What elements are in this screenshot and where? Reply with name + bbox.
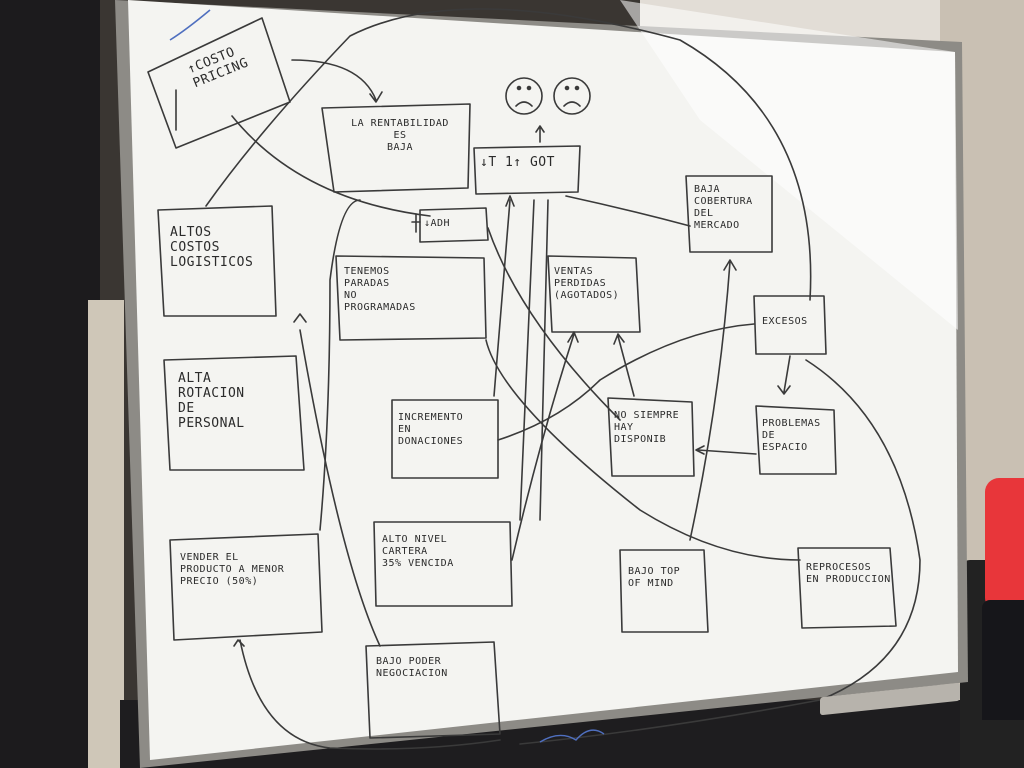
dark-wall xyxy=(0,0,100,768)
box-outline-paradas xyxy=(335,255,487,341)
arrow-cobertura-to-indicadores xyxy=(565,195,691,227)
sad-face-1-eye-right xyxy=(526,85,532,91)
note-problemas: Problemas de espacio xyxy=(762,418,821,453)
arrow-top-of-mind-to-cobertura xyxy=(689,259,737,541)
person-red-shirt xyxy=(985,478,1024,608)
arrow-to-faces xyxy=(535,125,545,143)
box-outline-alta-rotacion xyxy=(163,355,305,471)
note-vender: Vender el producto a menor precio (50%) xyxy=(180,552,285,587)
box-outline-no-siempre xyxy=(607,397,695,477)
box-outline-indicadores xyxy=(473,145,581,195)
note-rentabilidad: La rentabilidad es baja xyxy=(351,118,449,153)
box-outline-vender xyxy=(169,533,323,641)
note-indicadores: ↓T 1↑ GOT xyxy=(480,156,555,170)
arrow-costo-to-rentabilidad xyxy=(291,59,383,103)
diagram-ink xyxy=(147,8,921,750)
arrow-paradas-to-reprocesos xyxy=(485,339,801,561)
box-outline-excesos xyxy=(753,295,827,355)
blue-scribble-top xyxy=(169,9,211,41)
sad-face-1-mouth xyxy=(515,101,533,107)
arrow-cartera-to-ventas xyxy=(511,331,579,561)
note-incremento: Incremento en donaciones xyxy=(398,412,464,447)
sad-face-1-outline xyxy=(505,77,543,115)
box-outline-problemas xyxy=(755,405,837,475)
blue-scribble-bottom xyxy=(539,729,605,743)
note-bajo-poder: Bajo poder negociacion xyxy=(376,656,448,679)
sad-face-2-eye-right xyxy=(574,85,580,91)
box-outline-bajo-top xyxy=(619,549,709,633)
note-paradas: Tenemos paradas no programadas xyxy=(344,266,416,313)
box-outline-incremento xyxy=(391,399,499,479)
box-outline-adh xyxy=(419,207,489,243)
adh-arrow xyxy=(411,213,421,233)
note-ventas: Ventas perdidas (agotados) xyxy=(554,266,620,301)
arrow-cartera-to-indicadores-2 xyxy=(539,199,549,521)
arrow-adh-to-no-siempre xyxy=(487,227,621,421)
note-altos-costos: Altos costos logisticos xyxy=(170,226,254,270)
note-excesos: Excesos xyxy=(762,316,808,327)
box-outline-alto-nivel xyxy=(373,521,513,607)
arrow-excesos-to-problemas xyxy=(777,355,791,395)
sad-face-2-mouth xyxy=(563,101,581,107)
box-outline-bajo-poder xyxy=(365,641,501,739)
box-outline-rentabilidad xyxy=(321,103,471,193)
note-reprocesos: Reprocesos en produccion xyxy=(806,562,891,585)
board-glare xyxy=(620,0,958,330)
arrow-poder-to-vender xyxy=(239,639,501,750)
note-bajo-top: Bajo top of mind xyxy=(628,566,681,589)
arrow-head-vender xyxy=(233,639,245,647)
note-baja-cobertura: Baja cobertura del mercado xyxy=(694,184,753,231)
note-alto-nivel: Alto nivel cartera 35% vencida xyxy=(382,534,454,569)
side-panel xyxy=(88,300,124,768)
arrow-adh-to-costo xyxy=(231,115,431,217)
sad-face-2-eye-left xyxy=(564,85,570,91)
box-outline-ventas xyxy=(547,255,641,333)
person-legs xyxy=(982,600,1024,720)
big-loop-bottom xyxy=(519,359,921,745)
note-no-siempre: No siempre hay disponib xyxy=(614,410,680,445)
box-outline-altos-costos xyxy=(157,205,277,317)
arrow-no-siempre-to-ventas xyxy=(613,333,635,397)
note-alta-rotacion: Alta rotacion de personal xyxy=(178,372,245,431)
arrow-incremento-to-excesos xyxy=(497,323,755,441)
sad-face-1-eye-left xyxy=(516,85,522,91)
arrow-incremento-to-indicadores xyxy=(493,195,515,397)
arrow-vender-to-rentabilidad xyxy=(319,199,361,531)
box-outline-baja-cobertura xyxy=(685,175,773,253)
note-adh: ↓ADH xyxy=(424,218,451,229)
box-outline-reprocesos xyxy=(797,547,897,629)
big-loop-top xyxy=(205,8,812,301)
arrow-poder-to-costos xyxy=(293,313,381,647)
arrow-cartera-to-indicadores xyxy=(519,199,535,521)
sad-face-2-outline xyxy=(553,77,591,115)
